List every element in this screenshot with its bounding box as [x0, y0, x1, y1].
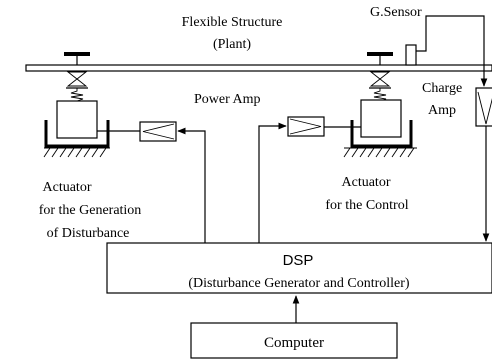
charge-amp-label-line2: Amp	[428, 103, 456, 118]
computer-block	[190, 322, 398, 359]
actuator-right-mount-top	[367, 52, 393, 56]
actuator-left-label-line3: of Disturbance	[47, 226, 130, 241]
dsp-title: DSP	[283, 252, 314, 269]
sensor-signal-line	[416, 15, 488, 87]
actuator-left-spring	[70, 88, 84, 102]
structure-label-line1: Flexible Structure	[182, 15, 283, 30]
actuator-left-mount-top	[64, 52, 90, 56]
charge-amp-label-line1: Charge	[422, 81, 462, 96]
actuator-left	[43, 52, 140, 158]
dsp-block	[106, 242, 492, 294]
power-amp-label: Power Amp	[194, 92, 261, 107]
g-sensor	[405, 44, 417, 66]
actuator-right-ground-hatch	[343, 147, 417, 158]
flexible-structure-beam	[25, 64, 492, 72]
actuator-right-spring	[373, 88, 387, 102]
actuator-right-bearing	[369, 71, 391, 87]
actuator-left-label-line1: Actuator	[43, 180, 92, 195]
actuator-left-mass	[56, 100, 98, 139]
power-amp-right	[287, 116, 325, 137]
actuator-left-base-cup	[44, 120, 110, 148]
power-amp-right-symbol	[289, 118, 322, 135]
charge-amp-symbol	[477, 91, 492, 125]
computer-label: Computer	[264, 335, 324, 351]
actuator-left-ground-hatch	[43, 147, 110, 158]
dsp-to-power-amp-left-line	[177, 127, 206, 243]
power-amp-left-symbol	[142, 123, 175, 140]
dsp-to-power-amp-right-line	[258, 122, 287, 243]
power-amp-left	[139, 121, 177, 142]
dsp-subtitle: (Disturbance Generator and Controller)	[188, 276, 410, 291]
actuator-right-base-cup	[350, 120, 413, 148]
actuator-right	[324, 52, 417, 158]
actuator-right-label-line1: Actuator	[342, 175, 391, 190]
actuator-left-bearing	[66, 71, 88, 87]
actuator-right-mass	[360, 99, 402, 138]
structure-label-line2: (Plant)	[213, 37, 251, 52]
actuator-left-label-line2: for the Generation	[39, 203, 142, 218]
actuator-right-label-line2: for the Control	[325, 198, 408, 213]
sensor-label: G.Sensor	[370, 5, 422, 20]
